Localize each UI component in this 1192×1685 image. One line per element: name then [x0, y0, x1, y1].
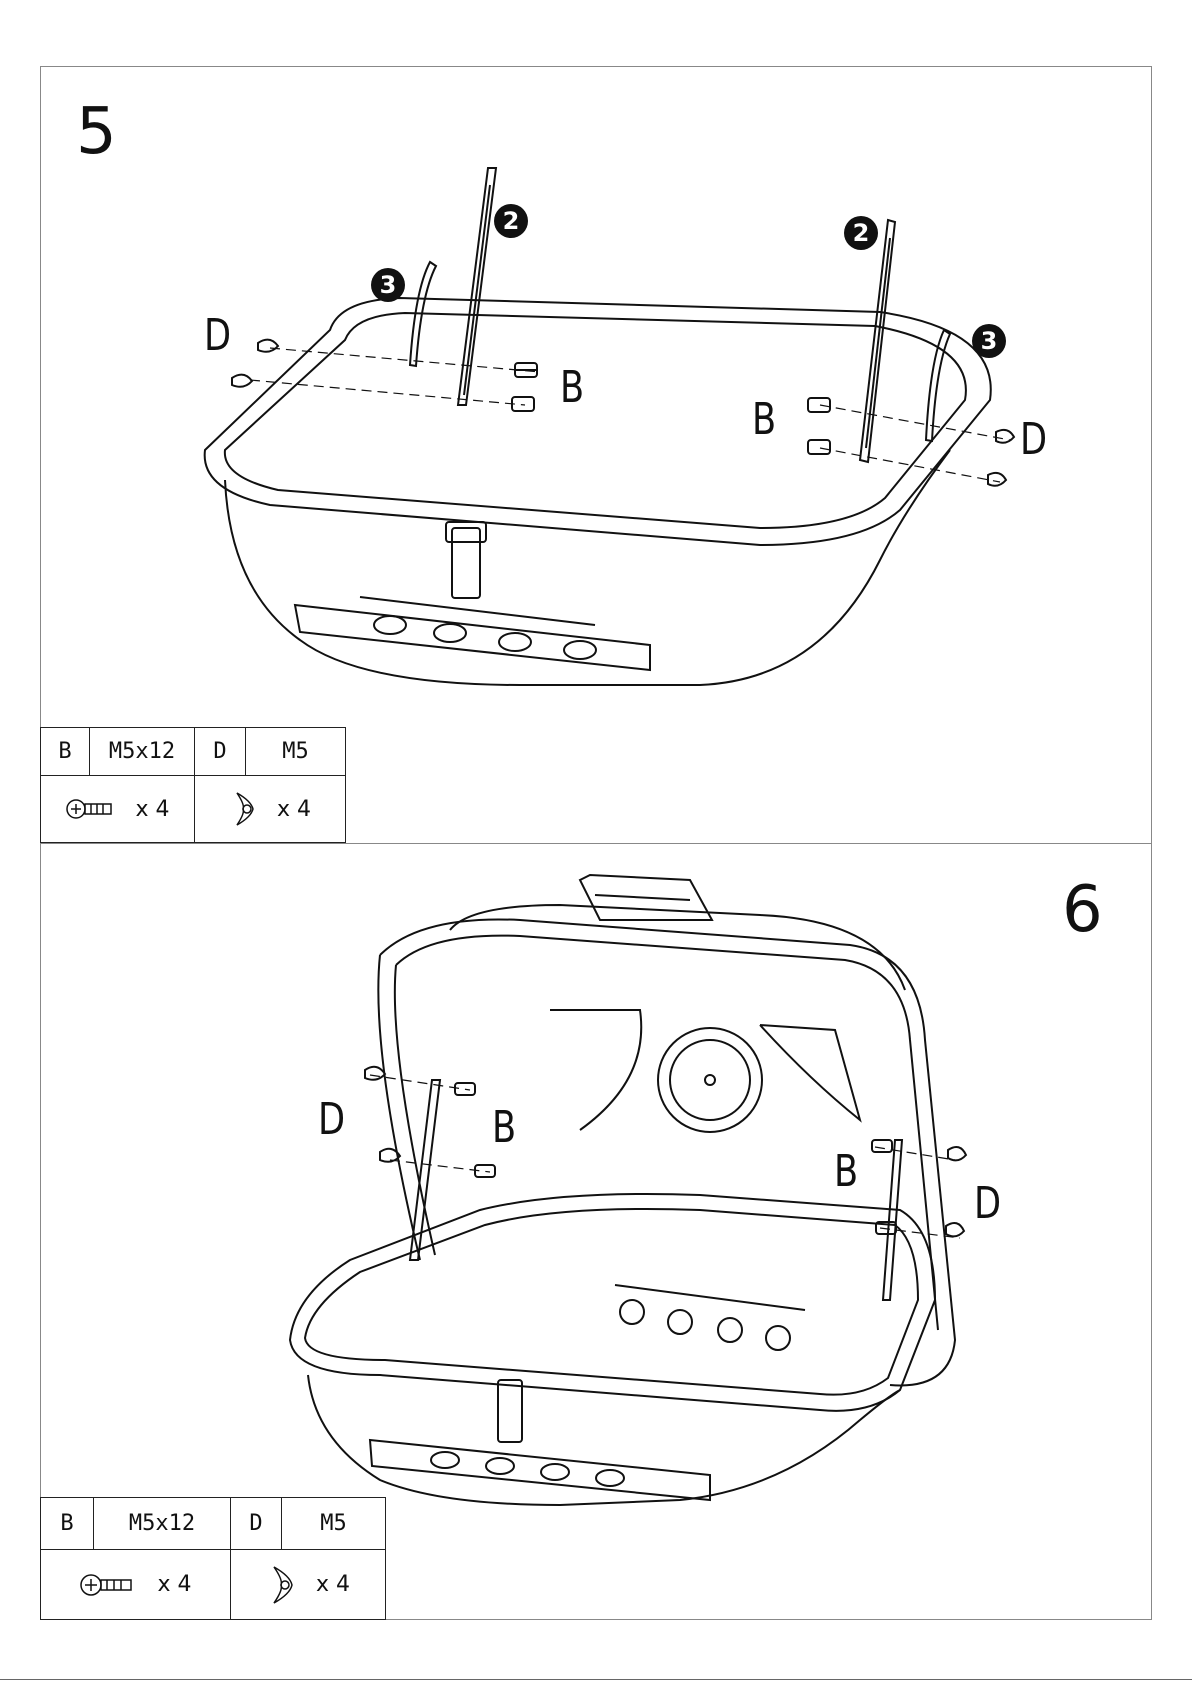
label-b-right: B: [752, 398, 776, 442]
vent-plate: [295, 605, 650, 670]
part-b-size: M5x12: [90, 728, 195, 776]
part-d-qty-cell: x 4: [231, 1550, 386, 1620]
label-b-right-step6: B: [834, 1150, 858, 1194]
step-6-number: 6: [1062, 878, 1103, 942]
step-5-parts-table: B M5x12 D M5 x 4 x 4: [40, 727, 346, 843]
part-b-qty-cell: x 4: [41, 1550, 231, 1620]
wing-nut-icon: [266, 1563, 298, 1607]
part-d-qty-cell: x 4: [195, 776, 346, 843]
label-d-right-step6: D: [974, 1182, 1001, 1226]
lid-outer: [380, 919, 955, 1385]
label-d-left-step6: D: [318, 1098, 345, 1142]
wing-nut-icon: [229, 789, 259, 829]
part-d-code: D: [231, 1498, 282, 1550]
part-b-qty: x 4: [157, 1572, 191, 1597]
part-b-size: M5x12: [94, 1498, 231, 1550]
part-d-code: D: [195, 728, 246, 776]
part-d-qty: x 4: [316, 1572, 350, 1597]
label-b-left: B: [560, 366, 584, 410]
callout-part-3-right: 3: [972, 324, 1006, 358]
part-b-qty: x 4: [135, 797, 169, 822]
part-d-size: M5: [282, 1498, 386, 1550]
part-b-code: B: [41, 1498, 94, 1550]
callout-part-3-left: 3: [371, 268, 405, 302]
bolt-icon: [79, 1572, 139, 1598]
label-d-right: D: [1020, 418, 1047, 462]
part-b-code: B: [41, 728, 90, 776]
label-d-left: D: [204, 314, 231, 358]
bolt-icon: [455, 1083, 896, 1234]
grill-bowl: [225, 450, 950, 685]
lid-inner: [396, 936, 938, 1330]
callout-part-2-left: 2: [494, 204, 528, 238]
part-d-qty: x 4: [277, 797, 311, 822]
bolt-icon: [65, 797, 117, 821]
part-b-qty-cell: x 4: [41, 776, 195, 843]
wing-nut-icon: [232, 340, 1014, 486]
part-d-size: M5: [246, 728, 346, 776]
callout-part-2-right: 2: [844, 216, 878, 250]
grill-rim-inner: [225, 313, 966, 528]
step-6-parts-table: B M5x12 D M5 x 4 x 4: [40, 1497, 386, 1620]
lid-vent: [658, 1028, 762, 1132]
label-b-left-step6: B: [492, 1106, 516, 1150]
